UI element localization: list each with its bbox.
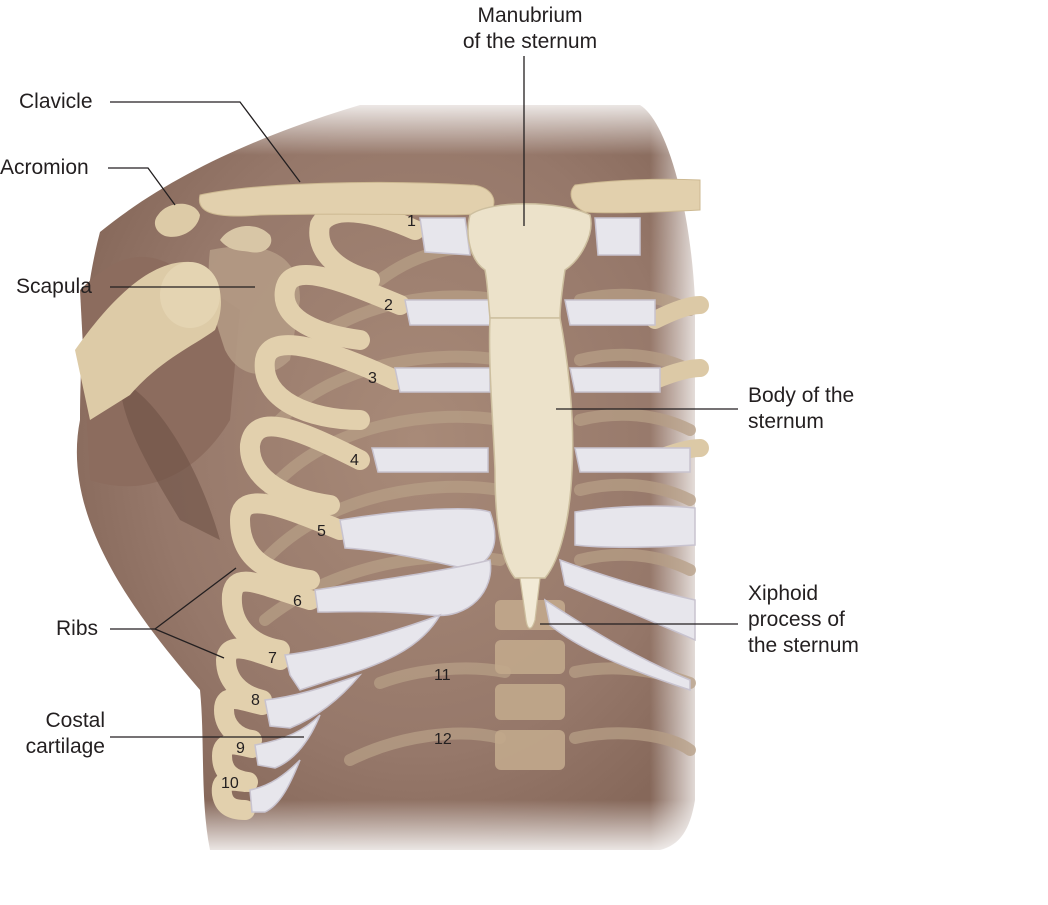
label-costal-line2: cartilage bbox=[25, 735, 105, 758]
rib-number-2: 2 bbox=[384, 297, 393, 314]
label-costal-line1: Costal bbox=[45, 709, 105, 732]
rib-number-5: 5 bbox=[317, 523, 326, 540]
humerus bbox=[75, 261, 222, 420]
rib-number-1: 1 bbox=[407, 213, 416, 230]
costal-cartilage-right bbox=[543, 217, 696, 692]
acromion bbox=[154, 203, 200, 237]
rib-number-12: 12 bbox=[434, 731, 452, 748]
label-ribs: Ribs bbox=[56, 617, 99, 640]
label-xiphoid-line1: Xiphoid bbox=[748, 582, 819, 605]
leader-lines bbox=[108, 56, 738, 738]
label-manubrium: Manubrium of the sternum bbox=[440, 3, 620, 55]
ribs-left bbox=[211, 202, 425, 820]
label-costal-cartilage: Costal cartilage bbox=[13, 708, 105, 760]
label-body-line1: Body of the bbox=[748, 384, 855, 407]
rib-number-10: 10 bbox=[221, 775, 239, 792]
label-manubrium-line1: Manubrium bbox=[477, 4, 583, 27]
sternum bbox=[467, 203, 592, 629]
label-scapula: Scapula bbox=[16, 275, 92, 298]
rib-number-11: 11 bbox=[434, 667, 451, 684]
label-manubrium-line2: of the sternum bbox=[462, 30, 598, 53]
label-acromion: Acromion bbox=[0, 156, 89, 179]
label-clavicle: Clavicle bbox=[19, 90, 93, 113]
label-xiphoid-line2: process of bbox=[748, 608, 845, 631]
rib-number-9: 9 bbox=[236, 740, 245, 757]
label-body-of-sternum: Body of the sternum bbox=[748, 383, 854, 435]
rib-number-8: 8 bbox=[251, 692, 260, 709]
label-body-line2: sternum bbox=[748, 410, 824, 433]
rib-number-4: 4 bbox=[350, 452, 359, 469]
label-xiphoid: Xiphoid process of the sternum bbox=[748, 581, 859, 659]
rib-number-6: 6 bbox=[293, 593, 302, 610]
rib-number-7: 7 bbox=[268, 650, 277, 667]
rib-number-3: 3 bbox=[368, 370, 377, 387]
costal-cartilage-left bbox=[249, 217, 496, 813]
label-xiphoid-line3: the sternum bbox=[748, 634, 859, 657]
